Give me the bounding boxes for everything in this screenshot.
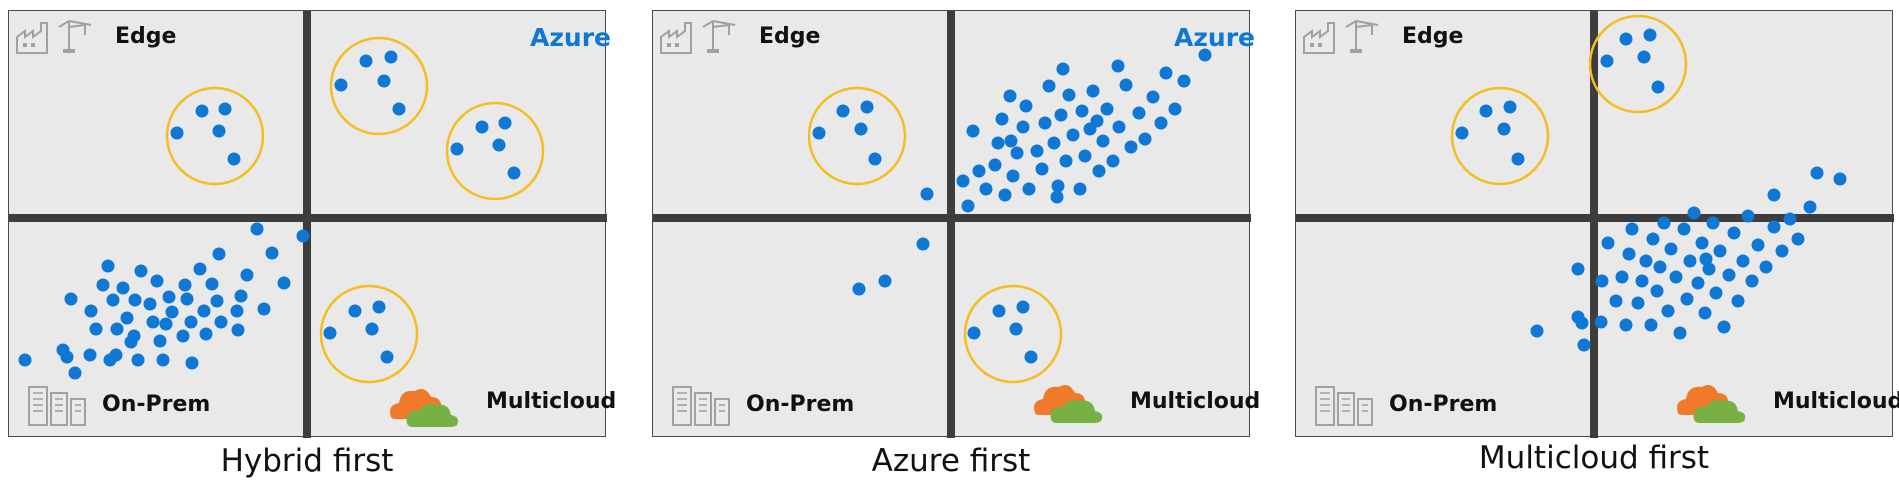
cloud-icon [390,389,459,427]
panel-diagram [9,11,607,438]
factory-icon [1303,22,1335,54]
azure-label: Azure [1174,23,1255,52]
caption-azure-first: Azure first [871,443,1031,479]
edge-label: Edge [1402,24,1464,49]
onprem-label: On-Prem [1389,392,1498,417]
edge-label: Edge [115,24,177,49]
factory-icon [16,22,48,54]
panel-multicloud-first: Edge On-Prem Multicloud [1295,10,1899,438]
crane-icon [58,20,92,53]
cloud-icon [1034,385,1103,423]
office-buildings-icon [1315,386,1373,426]
onprem-label: On-Prem [102,392,211,417]
panel-azure-first: Edge Azure On-Prem Multicloud [652,10,1260,438]
panel-diagram [1296,11,1894,438]
onprem-label: On-Prem [746,392,855,417]
azure-label: Azure [530,23,611,52]
panel-hybrid-first: Edge Azure On-Prem Multicloud [8,10,616,438]
dots-group [812,48,1212,364]
office-buildings-icon [28,386,86,426]
multicloud-label: Multicloud [1773,389,1899,414]
dots-group [1455,28,1847,352]
crane-icon [1345,20,1379,53]
multicloud-label: Multicloud [486,389,617,414]
dots-group [18,50,521,380]
edge-label: Edge [759,24,821,49]
crane-icon [702,20,736,53]
factory-icon [660,22,692,54]
caption-multicloud-first: Multicloud first [1478,440,1710,476]
office-buildings-icon [672,386,730,426]
cloud-icon [1677,385,1746,423]
caption-hybrid-first: Hybrid first [220,443,394,479]
panel-diagram [653,11,1251,438]
multicloud-label: Multicloud [1130,389,1261,414]
